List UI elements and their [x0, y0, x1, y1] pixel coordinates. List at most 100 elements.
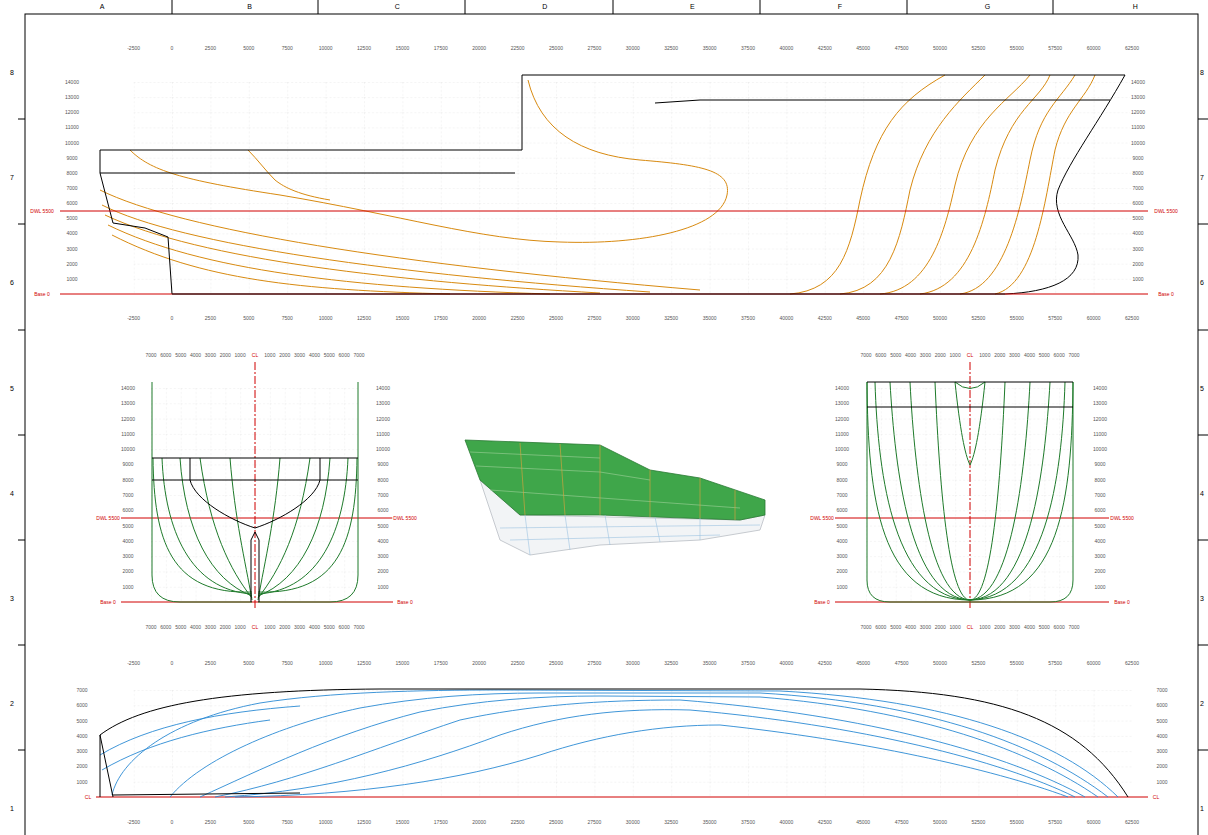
axis-value: 45000 — [855, 316, 871, 321]
axis-value: 27500 — [586, 820, 602, 825]
axis-value: -2500 — [126, 316, 141, 321]
axis-value: 35000 — [702, 820, 718, 825]
axis-value: 50000 — [932, 820, 948, 825]
axis-value: 7000 — [352, 625, 365, 630]
axis-value: 32500 — [663, 316, 679, 321]
axis-value: 15000 — [394, 820, 410, 825]
axis-value: 45000 — [855, 820, 871, 825]
reference-line-label: Base 0 — [1113, 600, 1131, 605]
axis-value: 52500 — [970, 661, 986, 666]
axis-value: 3000 — [1008, 625, 1021, 630]
height-value: 8000 — [376, 477, 389, 482]
axis-value: 6000 — [159, 353, 172, 358]
axis-value: 4000 — [1023, 353, 1036, 358]
axis-value: 27500 — [586, 661, 602, 666]
frame-number: 7 — [1199, 174, 1205, 181]
axis-value: 25000 — [548, 46, 564, 51]
profile-buttocks — [100, 75, 1095, 294]
axis-value: 20000 — [471, 661, 487, 666]
height-value: 10000 — [120, 447, 136, 452]
axis-value: 50000 — [932, 661, 948, 666]
height-value: 7000 — [65, 186, 78, 191]
height-value: 1000 — [1093, 584, 1106, 589]
axis-value: 62500 — [1124, 316, 1140, 321]
axis-value: 22500 — [510, 316, 526, 321]
axis-value: 2500 — [204, 820, 217, 825]
axis-value: 2000 — [934, 353, 947, 358]
height-value: 3000 — [1093, 554, 1106, 559]
frame-number: 1 — [9, 805, 15, 812]
centerline-label: CL — [1152, 795, 1160, 800]
axis-value: 57500 — [1047, 46, 1063, 51]
axis-value: 27500 — [586, 316, 602, 321]
axis-value: 0 — [170, 661, 175, 666]
height-value: 6000 — [1155, 703, 1168, 708]
axis-value: 62500 — [1124, 46, 1140, 51]
axis-value: 55000 — [1009, 46, 1025, 51]
axis-value: 2500 — [204, 46, 217, 51]
height-value: 4000 — [121, 538, 134, 543]
axis-value: 12500 — [356, 46, 372, 51]
plan-grid — [134, 690, 1132, 797]
axis-value: 2500 — [204, 316, 217, 321]
axis-value: 5000 — [1038, 353, 1051, 358]
height-value: 3000 — [65, 246, 78, 251]
axis-value: CL — [251, 353, 259, 358]
axis-value: 55000 — [1009, 316, 1025, 321]
height-value: 6000 — [75, 703, 88, 708]
reference-line-label: DWL 5500 — [809, 516, 834, 521]
height-value: 14000 — [120, 385, 136, 390]
height-value: 2000 — [835, 569, 848, 574]
height-value: 2000 — [1155, 764, 1168, 769]
frame-letter: E — [689, 3, 696, 10]
height-value: 2000 — [376, 569, 389, 574]
height-value: 11000 — [375, 431, 391, 436]
axis-value: 5000 — [889, 625, 902, 630]
height-value: 10000 — [64, 140, 80, 145]
frame-number: 8 — [9, 69, 15, 76]
axis-value: -2500 — [126, 820, 141, 825]
axis-value: 6000 — [874, 625, 887, 630]
height-value: 7000 — [75, 687, 88, 692]
height-value: 1000 — [1131, 276, 1144, 281]
frame-number: 3 — [9, 595, 15, 602]
height-value: 7000 — [121, 492, 134, 497]
centerline-label: CL — [84, 795, 92, 800]
height-value: 1000 — [835, 584, 848, 589]
height-value: 11000 — [120, 431, 136, 436]
plan-waterlines — [100, 690, 1118, 797]
frame-number: 3 — [1199, 595, 1205, 602]
axis-value: 6000 — [159, 625, 172, 630]
axis-value: 17500 — [433, 820, 449, 825]
axis-value: 37500 — [740, 316, 756, 321]
axis-value: 3000 — [919, 625, 932, 630]
reference-line-label: DWL 5500 — [1109, 516, 1134, 521]
axis-value: 6000 — [1053, 353, 1066, 358]
height-value: 10000 — [375, 447, 391, 452]
axis-value: 52500 — [970, 820, 986, 825]
height-value: 5000 — [1093, 523, 1106, 528]
height-value: 14000 — [64, 80, 80, 85]
height-value: 3000 — [1131, 246, 1144, 251]
height-value: 5000 — [376, 523, 389, 528]
reference-line-label: DWL 5500 — [95, 516, 120, 521]
axis-value: 20000 — [471, 820, 487, 825]
axis-value: 7000 — [144, 625, 157, 630]
frame-number: 5 — [9, 384, 15, 391]
frame-letter: C — [394, 3, 401, 10]
axis-value: 3000 — [204, 625, 217, 630]
height-value: 5000 — [1155, 718, 1168, 723]
axis-value: 25000 — [548, 661, 564, 666]
height-value: 5000 — [835, 523, 848, 528]
height-value: 4000 — [65, 231, 78, 236]
axis-value: CL — [966, 625, 974, 630]
axis-value: 17500 — [433, 316, 449, 321]
bodyplan-fore-decks — [867, 382, 1073, 407]
height-value: 9000 — [1131, 155, 1144, 160]
height-value: 12000 — [834, 416, 850, 421]
axis-value: 50000 — [932, 316, 948, 321]
axis-value: 4000 — [189, 353, 202, 358]
height-value: 8000 — [1093, 477, 1106, 482]
axis-value: 60000 — [1086, 820, 1102, 825]
